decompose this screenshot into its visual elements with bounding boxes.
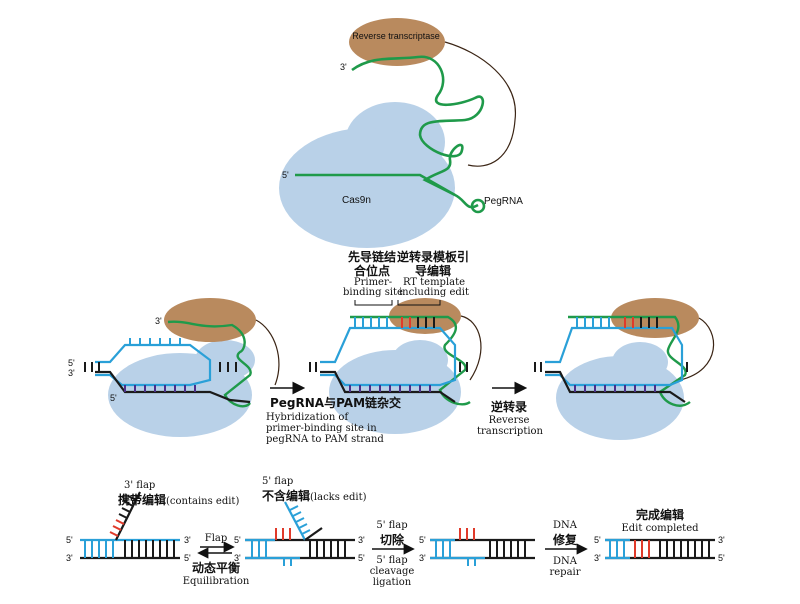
mid-5prime: 5' xyxy=(68,358,75,368)
bottom-duplex-5flap xyxy=(245,501,355,566)
b3-3prime: 3' xyxy=(419,553,426,563)
step1-zh: PegRNA与PAM链杂交 xyxy=(270,396,402,410)
pegrna-strand xyxy=(351,55,485,209)
linker xyxy=(444,41,516,167)
mid-step3-complex xyxy=(534,298,715,440)
pegrna-label: PegRNA xyxy=(484,196,523,207)
cas9-lobe-large xyxy=(279,128,455,248)
b2-5prime: 5' xyxy=(234,535,241,545)
b4-3prime: 3' xyxy=(594,553,601,563)
top-3prime: 3' xyxy=(340,62,347,72)
mid-3prime: 3' xyxy=(155,316,162,326)
pbs-label-en: Primer-binding site xyxy=(343,277,403,298)
done-zh: 完成编辑 xyxy=(635,508,685,522)
b1-3prime-r: 3' xyxy=(184,535,191,545)
flap5-desc: 不含编辑(lacks edit) xyxy=(262,489,367,503)
mid-3prime-b: 3' xyxy=(68,368,75,378)
equil-top: Flap xyxy=(204,533,228,544)
mid-step2-complex xyxy=(309,298,482,434)
b4-5prime: 5' xyxy=(594,535,601,545)
bottom-duplex-3flap xyxy=(80,491,180,560)
bottom-duplex-edited xyxy=(605,538,715,560)
pbs-label-zh: 先导链结合位点 xyxy=(347,250,396,278)
cas9-label: Cas9n xyxy=(342,195,371,206)
b2-3prime-r: 3' xyxy=(358,535,365,545)
rt-label: Reverse transcriptase xyxy=(352,31,440,41)
step2-zh: 逆转录 xyxy=(490,400,528,414)
top-5prime: 5' xyxy=(282,170,289,180)
mid-5prime-b: 5' xyxy=(110,393,117,403)
b1-3prime: 3' xyxy=(66,553,73,563)
pegrna-hairpin xyxy=(470,198,486,214)
b1-5prime-r: 5' xyxy=(184,553,191,563)
rt-blob-step1 xyxy=(164,298,256,342)
pegrna-spacer xyxy=(295,173,456,197)
repair-zh: 修复 xyxy=(552,533,578,547)
flap5-en: 5' flap xyxy=(262,476,294,487)
repair-en: DNA repair xyxy=(549,556,581,578)
reverse-transcriptase-blob xyxy=(349,18,445,66)
mid-step1-complex xyxy=(84,298,280,437)
rtt-label-en: RT template including edit xyxy=(398,277,470,298)
b1-5prime: 5' xyxy=(66,535,73,545)
b2-3prime: 3' xyxy=(234,553,241,563)
top-complex xyxy=(279,18,516,248)
cleave-top: 5' flap xyxy=(376,520,408,531)
repair-top: DNA xyxy=(553,520,577,531)
equil-en: Equilibration xyxy=(182,576,250,587)
equil-zh: 动态平衡 xyxy=(191,561,241,575)
flap3-en: 3' flap xyxy=(124,480,156,491)
cleave-en: 5' flap cleavage ligation xyxy=(369,555,415,588)
b4-3prime-r: 3' xyxy=(718,535,725,545)
rtt-bracket xyxy=(397,300,441,306)
bottom-duplex-ligated xyxy=(430,528,535,566)
flap3-desc: 携带编辑(contains edit) xyxy=(118,493,240,507)
rtt-label-zh: 逆转录模板引导编辑 xyxy=(397,250,470,278)
cleave-zh: 切除 xyxy=(379,533,405,547)
done-en: Edit completed xyxy=(621,523,699,534)
b3-5prime: 5' xyxy=(419,535,426,545)
pbs-bracket xyxy=(354,300,393,306)
b2-5prime-r: 5' xyxy=(358,553,365,563)
step1-en: Hybridization of primer-binding site in … xyxy=(266,412,384,445)
b4-5prime-r: 5' xyxy=(718,553,725,563)
step2-en: Reverse transcription xyxy=(477,415,543,437)
